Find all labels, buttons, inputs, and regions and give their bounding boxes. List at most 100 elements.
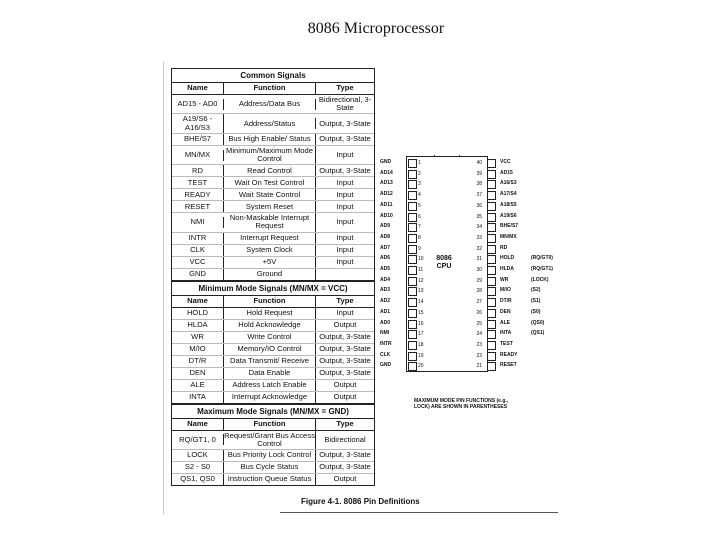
pin-name: ALE	[500, 319, 510, 326]
pin-number: 30	[476, 267, 482, 273]
pin-name: AD1	[380, 308, 391, 315]
table-cell: Output, 3-State	[319, 344, 371, 354]
pin-alt-function: (QS0)	[531, 319, 545, 326]
table-cell: Output, 3-State	[319, 332, 371, 342]
table-cell: Data Transmit/ Receive	[224, 355, 316, 367]
table-cell: WR	[172, 331, 224, 343]
table-cell: Input	[336, 149, 354, 159]
pin-name: AD5	[380, 266, 391, 272]
pin-box	[487, 330, 496, 340]
page-title: 8086 Microprocessor	[307, 20, 445, 37]
pin-number: 19	[418, 352, 424, 359]
table-cell: Input	[336, 233, 354, 243]
table-cell: Output, 3-State	[319, 450, 371, 460]
table-cell: Request/Grant Bus Access Control	[224, 430, 316, 450]
pin-box	[408, 340, 417, 350]
table-cell: TEST	[172, 177, 224, 189]
pin-name: NMI	[380, 330, 390, 337]
table-cell: Output, 3-State	[319, 356, 371, 366]
pin-name: AD9	[380, 223, 391, 230]
pin-number: 29	[476, 277, 482, 284]
table-cell: System Reset	[224, 201, 316, 213]
table-cell: Bus Cycle Status	[224, 462, 316, 474]
table-cell: Output, 3-State	[319, 368, 371, 378]
table-cell: Interrupt Acknowledge	[224, 391, 316, 403]
table-cell: M/IO	[172, 343, 224, 355]
pin-name: VCC	[500, 159, 511, 165]
pin-box	[408, 244, 417, 254]
pin-name: AD8	[380, 233, 391, 240]
pin-name: WR	[500, 276, 509, 283]
table-cell: Bidirectional, 3-State	[318, 95, 372, 113]
table-cell: Hold Request	[224, 307, 316, 319]
column-header: Function	[224, 295, 316, 307]
pin-box	[487, 233, 496, 243]
pin-box	[487, 191, 496, 201]
pin-name: RESET	[500, 362, 517, 369]
pin-number: 12	[418, 277, 424, 284]
pin-name: MN/MX	[500, 233, 517, 240]
pin-name: M/IO	[500, 287, 511, 294]
table-cell: Input	[336, 177, 354, 187]
pin-name: READY	[500, 351, 518, 358]
table-cell: NMI	[172, 216, 224, 228]
table-cell: Input	[336, 245, 354, 255]
pin-box	[487, 223, 496, 233]
pin-number: 38	[476, 181, 482, 188]
pin-number: 11	[418, 267, 424, 273]
table-cell: Output	[333, 380, 357, 390]
column-header: Type	[336, 419, 354, 429]
pin-number: 7	[418, 224, 421, 231]
pin-box	[487, 180, 496, 190]
table-cell: A19/S6 - A16/S3	[172, 114, 224, 133]
pin-box	[408, 287, 417, 297]
pin-name: A17/S4	[500, 191, 517, 198]
column-header: Name	[172, 83, 224, 94]
table-cell	[316, 269, 374, 280]
pin-number: 34	[476, 224, 482, 231]
pin-box	[487, 287, 496, 297]
pin-name: DT/R	[500, 298, 512, 305]
pin-box	[487, 276, 496, 286]
table-cell: Address/Data Bus	[224, 98, 316, 110]
table-cell: GND	[172, 268, 224, 280]
table-cell: DT/R	[172, 355, 224, 367]
pin-box	[408, 308, 417, 318]
pin-box	[408, 351, 417, 361]
pin-number: 6	[418, 213, 421, 220]
pin-box	[487, 298, 496, 308]
table-cell: Interrupt Request	[224, 232, 316, 244]
table-cell: Bidirectional	[324, 434, 366, 444]
pin-box	[408, 362, 417, 372]
pin-number: 10	[418, 256, 424, 263]
column-header: Function	[224, 418, 316, 430]
pin-box	[408, 266, 417, 275]
pin-box	[408, 223, 417, 233]
pin-number: 24	[476, 331, 482, 338]
table-cell: QS1, QS0	[172, 474, 224, 486]
pin-alt-function: (S1)	[531, 298, 541, 305]
table-cell: Input	[336, 308, 354, 318]
pin-box	[408, 298, 417, 308]
pin-number: 9	[418, 245, 421, 252]
table-cell: CLK	[172, 244, 224, 256]
table-cell: VCC	[172, 256, 224, 268]
pin-name: AD2	[380, 298, 391, 305]
pin-box	[487, 212, 496, 222]
table-cell: RQ/GT1, 0	[172, 434, 224, 446]
pin-name: DEN	[500, 308, 511, 315]
table-cell: RESET	[172, 201, 224, 213]
pin-number: 28	[476, 288, 482, 295]
